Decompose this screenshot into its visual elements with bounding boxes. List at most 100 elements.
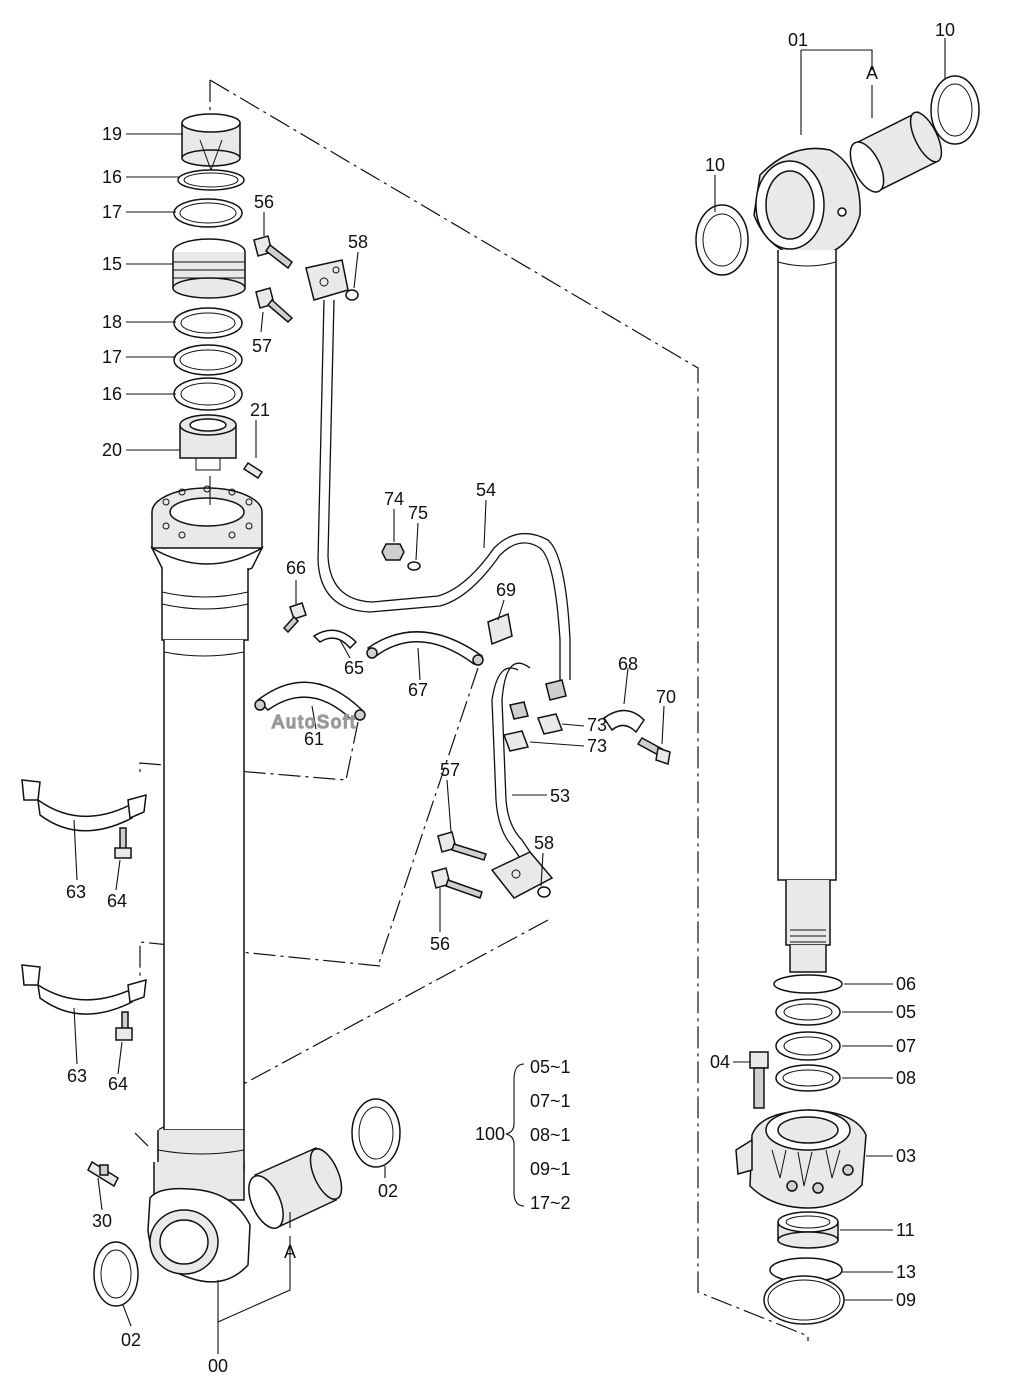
pipe-54 [317, 299, 571, 680]
seal-02-right [351, 1098, 401, 1168]
bolt-57-lower [437, 831, 487, 861]
cylinder-eye [147, 1187, 251, 1283]
clamp-67 [366, 631, 484, 666]
callout-65: 65 [344, 658, 364, 678]
nut-20 [179, 414, 237, 471]
bolt-57-upper [255, 287, 294, 324]
kit-item: 09~1 [530, 1159, 571, 1179]
callout-07: 07 [896, 1036, 916, 1056]
callout-63-upper: 63 [66, 882, 86, 902]
bolt-70 [636, 737, 671, 765]
head-part-19 [181, 113, 241, 172]
leader-lines [73, 38, 946, 1354]
callout-68: 68 [618, 654, 638, 674]
callout-01: 01 [788, 30, 808, 50]
callout-20: 20 [102, 440, 122, 460]
nut-74 [381, 543, 405, 561]
callout-56-upper: 56 [254, 192, 274, 212]
callout-11: 11 [896, 1220, 915, 1240]
bolt-64-lower [115, 1011, 133, 1041]
piston-03 [735, 1109, 867, 1209]
grease-fitting-30 [87, 1160, 119, 1188]
callout-56-lower: 56 [430, 934, 450, 954]
kit-assembly-number: 100 [475, 1124, 505, 1144]
flange-58-lower [490, 851, 554, 899]
band-63-lower [21, 964, 147, 1015]
callout-18: 18 [102, 312, 122, 332]
callout-02-right: 02 [378, 1181, 398, 1201]
callout-17-upper: 17 [102, 202, 122, 222]
kit-item: 17~2 [530, 1193, 571, 1213]
callout-67: 67 [408, 680, 428, 700]
callout-labels: 01 A 10 10 19 16 17 15 18 17 16 20 21 56… [66, 20, 955, 1376]
ring-08 [775, 1064, 841, 1092]
seal-16-upper [177, 169, 245, 191]
ring-17-lower [173, 344, 243, 376]
callout-64-upper: 64 [107, 891, 127, 911]
callout-04: 04 [710, 1052, 730, 1072]
ring-11 [777, 1211, 839, 1249]
callout-02-left: 02 [121, 1330, 141, 1350]
bolt-56-upper [253, 235, 294, 270]
spacer-69 [487, 612, 513, 646]
callout-10-left: 10 [705, 155, 725, 175]
callout-15: 15 [102, 254, 122, 274]
callout-08: 08 [896, 1068, 916, 1088]
clamp-65 [312, 629, 358, 650]
seal-16-lower [173, 377, 243, 411]
callout-09: 09 [896, 1290, 916, 1310]
callout-74: 74 [384, 489, 404, 509]
ring-18 [173, 307, 243, 339]
bolt-66 [282, 602, 307, 634]
callout-70: 70 [656, 687, 676, 707]
callout-66: 66 [286, 558, 306, 578]
callout-00: 00 [208, 1356, 228, 1376]
callout-10-right: 10 [935, 20, 955, 40]
callout-57-lower: 57 [440, 760, 460, 780]
kit-item: 08~1 [530, 1125, 571, 1145]
pipe-53 [491, 662, 531, 859]
bolt-64-upper [114, 827, 132, 859]
callout-54: 54 [476, 480, 496, 500]
callout-61: 61 [304, 729, 324, 749]
seal-10-left [695, 204, 749, 276]
screw-04 [749, 1051, 769, 1109]
kit-item: 07~1 [530, 1091, 571, 1111]
callout-30: 30 [92, 1211, 112, 1231]
callout-63-lower: 63 [67, 1066, 87, 1086]
oring-09 [763, 1275, 845, 1325]
callout-58-upper: 58 [348, 232, 368, 252]
callout-75: 75 [408, 503, 428, 523]
cylinder-tube-00 [150, 485, 264, 1201]
bushing-A-lower [248, 1146, 343, 1230]
gland-15 [172, 238, 246, 299]
callout-53: 53 [550, 786, 570, 806]
fittings-73 [502, 679, 567, 752]
band-63-upper [21, 779, 147, 832]
seal-10-right [930, 75, 980, 145]
seal-kit-list: 100 05~1 07~1 08~1 09~1 17~2 [475, 1057, 571, 1213]
ring-06 [773, 974, 843, 994]
clamp-68 [602, 709, 645, 734]
kit-item: 05~1 [530, 1057, 571, 1077]
callout-13: 13 [896, 1262, 916, 1282]
callout-05: 05 [896, 1002, 916, 1022]
callout-A-lower: A [284, 1242, 296, 1262]
callout-16-lower: 16 [102, 384, 122, 404]
ring-07 [775, 1031, 841, 1061]
callout-21: 21 [250, 400, 270, 420]
callout-17-lower: 17 [102, 347, 122, 367]
callout-58-lower: 58 [534, 833, 554, 853]
piston-rod-01 [753, 147, 861, 973]
callout-16-upper: 16 [102, 167, 122, 187]
callout-A-upper: A [866, 63, 878, 83]
callout-64-lower: 64 [108, 1074, 128, 1094]
ring-05 [775, 998, 841, 1026]
ring-17-upper [173, 198, 243, 228]
flange-58-upper [305, 259, 359, 301]
callout-06: 06 [896, 974, 916, 994]
washer-75 [407, 561, 421, 571]
callout-57-upper: 57 [252, 336, 272, 356]
setscrew-21 [242, 461, 264, 480]
